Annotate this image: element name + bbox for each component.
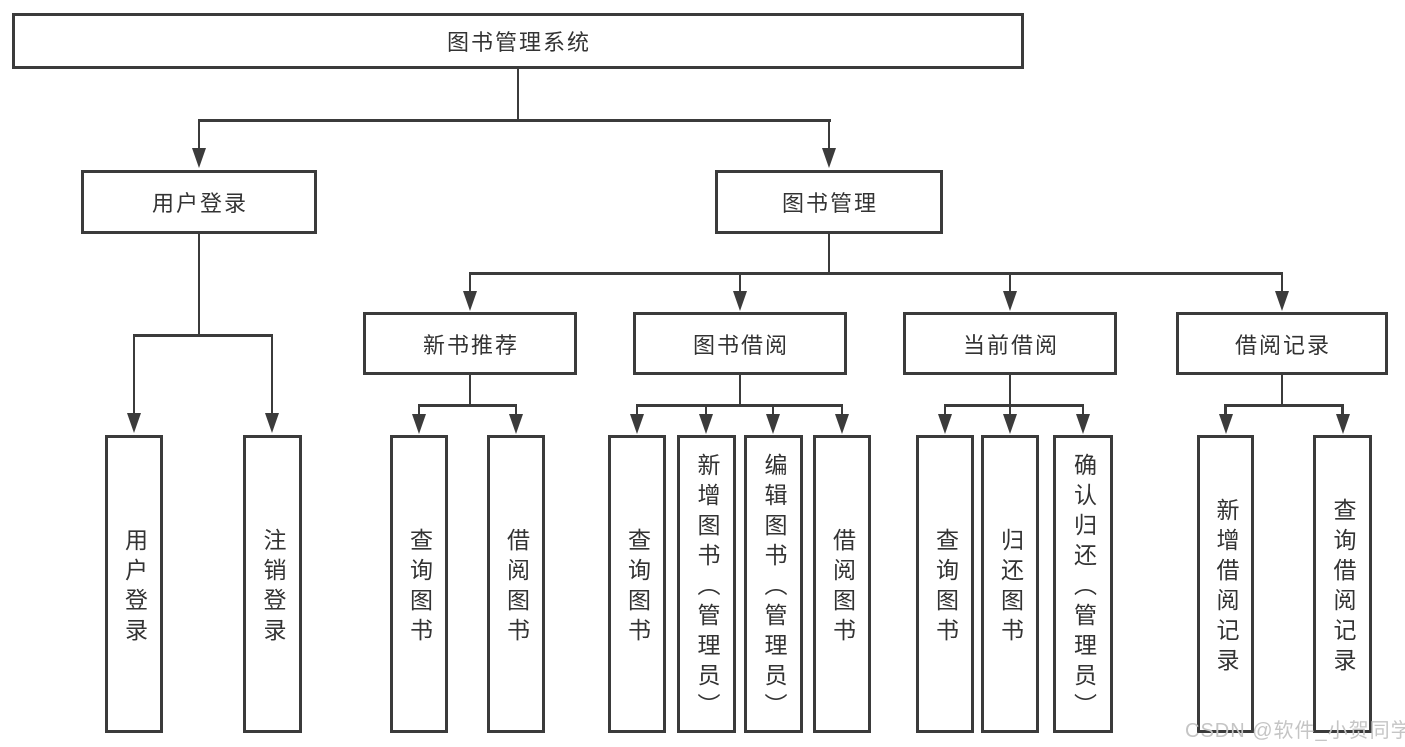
connector-line: [468, 272, 1284, 275]
node-label: 当前借阅: [962, 332, 1059, 358]
connector-line: [738, 272, 742, 294]
arrow-down-icon: [1335, 414, 1350, 434]
arrow-down-icon: [1003, 291, 1017, 311]
leaf-query-borrow-record: 查询借阅记录: [1313, 435, 1372, 733]
arrow-down-icon: [192, 148, 206, 168]
arrow-down-icon: [412, 414, 426, 434]
node-label: 查询图书: [932, 527, 959, 648]
connector-line: [468, 375, 472, 406]
node-current-borrowing: 当前借阅: [903, 312, 1117, 375]
connector-line: [943, 404, 947, 416]
node-user-login: 用户登录: [81, 170, 317, 234]
arrow-down-icon: [1275, 291, 1289, 311]
node-book-borrowing: 图书借阅: [633, 312, 847, 375]
node-label: 图书管理: [781, 191, 878, 216]
leaf-logout: 注销登录: [243, 435, 302, 733]
node-label: 归还图书: [997, 527, 1024, 648]
connector-line: [1280, 375, 1284, 406]
leaf-user-login: 用户登录: [105, 435, 163, 733]
node-label: 借阅图书: [503, 527, 530, 648]
node-label: 用户登录: [121, 527, 148, 648]
connector-line: [516, 69, 520, 121]
connector-line: [197, 119, 832, 122]
connector-line: [197, 234, 201, 336]
arrow-down-icon: [1076, 414, 1090, 434]
node-book-management: 图书管理: [715, 170, 943, 234]
leaf-return-books: 归还图书: [981, 435, 1039, 733]
node-label: 图书管理系统: [446, 30, 591, 55]
node-label: 图书借阅: [692, 332, 789, 358]
connector-line: [417, 404, 518, 407]
node-label: 注销登录: [260, 527, 286, 648]
node-borrowing-records: 借阅记录: [1176, 312, 1388, 375]
leaf-confirm-return-admin: 确认归还（管理员）: [1053, 435, 1113, 733]
connector-line: [1081, 404, 1085, 416]
arrow-down-icon: [1218, 414, 1233, 434]
node-label: 确认归还（管理员）: [1070, 452, 1097, 723]
node-new-book-recommendation: 新书推荐: [363, 312, 577, 375]
leaf-query-books-current: 查询图书: [916, 435, 974, 733]
leaf-query-books-borrowing: 查询图书: [608, 435, 666, 733]
connector-line: [1008, 272, 1012, 294]
connector-line: [738, 375, 742, 406]
arrow-down-icon: [630, 414, 644, 434]
connector-line: [771, 404, 775, 416]
connector-line: [1008, 404, 1012, 416]
node-label: 新增图书（管理员）: [694, 452, 720, 723]
watermark: CSDN @软件_小贺同学: [1185, 720, 1405, 742]
node-label: 新书推荐: [422, 332, 519, 358]
arrow-down-icon: [766, 414, 780, 434]
connector-line: [1008, 375, 1012, 406]
connector-line: [197, 119, 201, 150]
leaf-query-books-recommendation: 查询图书: [390, 435, 448, 733]
arrow-down-icon: [822, 148, 836, 168]
connector-line: [417, 404, 421, 416]
leaf-add-borrow-record: 新增借阅记录: [1197, 435, 1254, 733]
node-label: 查询图书: [406, 527, 433, 648]
connector-line: [1224, 404, 1344, 407]
arrow-down-icon: [835, 414, 849, 434]
connector-line: [943, 404, 1085, 407]
connector-line: [270, 334, 274, 414]
arrow-down-icon: [1003, 414, 1017, 434]
connector-line: [635, 404, 844, 407]
connector-line: [704, 404, 708, 416]
arrow-down-icon: [509, 414, 523, 434]
node-label: 查询图书: [624, 527, 651, 648]
leaf-borrow-books-borrowing: 借阅图书: [813, 435, 871, 733]
connector-line: [635, 404, 639, 416]
node-label: 借阅图书: [829, 527, 856, 648]
connector-line: [827, 119, 831, 150]
node-label: 查询借阅记录: [1330, 497, 1356, 678]
connector-line: [468, 272, 472, 294]
connector-line: [1280, 272, 1284, 294]
connector-line: [132, 334, 274, 337]
node-label: 编辑图书（管理员）: [761, 452, 787, 723]
arrow-down-icon: [938, 414, 952, 434]
connector-line: [840, 404, 844, 416]
arrow-down-icon: [127, 413, 141, 433]
arrow-down-icon: [265, 413, 279, 433]
arrow-down-icon: [699, 414, 713, 434]
connector-line: [514, 404, 518, 416]
arrow-down-icon: [463, 291, 477, 311]
connector-line: [1224, 404, 1227, 416]
node-library-management-system: 图书管理系统: [12, 13, 1024, 69]
leaf-borrow-books-recommendation: 借阅图书: [487, 435, 545, 733]
node-label: 用户登录: [151, 191, 248, 216]
leaf-add-book-admin: 新增图书（管理员）: [677, 435, 736, 733]
node-label: 借阅记录: [1234, 332, 1331, 358]
connector-line: [1341, 404, 1344, 416]
arrow-down-icon: [733, 291, 747, 311]
connector-line: [827, 234, 831, 275]
leaf-edit-book-admin: 编辑图书（管理员）: [744, 435, 803, 733]
node-label: 新增借阅记录: [1213, 497, 1239, 678]
connector-line: [132, 334, 136, 414]
